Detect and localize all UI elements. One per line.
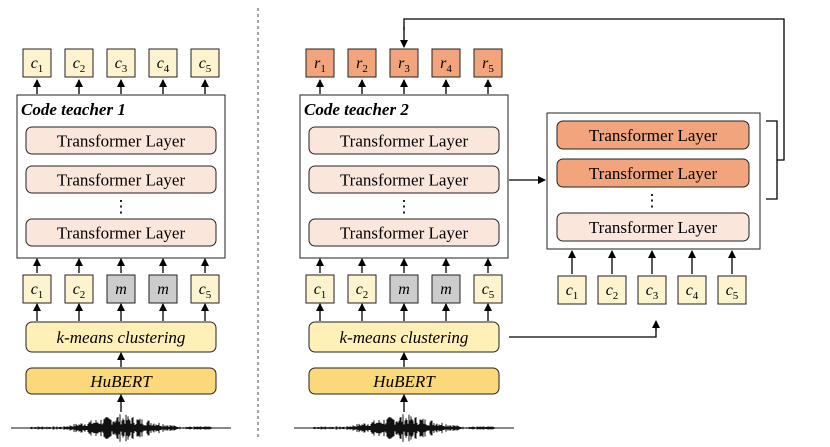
left-kmeans-label: k-means clustering: [57, 328, 186, 347]
right-input-1-box: [557, 275, 587, 305]
left-layer-3-box: [25, 218, 217, 247]
left-input-2-label: c2: [73, 281, 86, 301]
right-layer-3-label: Transformer Layer: [589, 218, 718, 237]
middle-layer-1-box: [308, 126, 500, 155]
right-top-layers-bracket: [766, 120, 778, 200]
left-input-1-label: c1: [31, 281, 44, 301]
right-input-3-box: [637, 275, 667, 305]
left-output-4-box: [148, 48, 178, 78]
left-input-5-label: c5: [199, 281, 212, 301]
left-output-2-label: c2: [73, 55, 86, 75]
left-layers-ellipsis: ⋮: [113, 197, 130, 216]
right-layer-2-label: Transformer Layer: [589, 164, 718, 183]
right-input-5-label: c5: [726, 282, 739, 302]
left-output-2-box: [64, 48, 94, 78]
right-input-2-box: [597, 275, 627, 305]
kmeans-to-student-connector: [509, 322, 657, 338]
middle-input-3-label: m: [398, 281, 410, 298]
middle-output-2-box: [347, 48, 377, 78]
middle-input-2-label: c2: [356, 281, 369, 301]
left-input-5-box: [190, 274, 220, 304]
middle-layers-ellipsis: ⋮: [396, 197, 413, 216]
left-output-1-box: [22, 48, 52, 78]
left-output-1-label: c1: [31, 55, 44, 75]
right-layer-1-box: [556, 120, 750, 150]
left-layer-2-box: [25, 165, 217, 194]
right-layer-3-box: [556, 212, 750, 242]
middle-input-3-box: [389, 274, 419, 304]
connectors: [400, 18, 785, 338]
left-input-2-box: [64, 274, 94, 304]
middle-layer-3-box: [308, 218, 500, 247]
right-input-5-box: [717, 275, 747, 305]
middle-output-1-label: r1: [314, 55, 326, 75]
right-input-3-label: c3: [646, 282, 659, 302]
middle-layer-2-box: [308, 165, 500, 194]
middle-input-4-label: m: [440, 281, 452, 298]
left-output-5-label: c5: [199, 55, 212, 75]
middle-output-1-box: [305, 48, 335, 78]
middle-input-5-label: c5: [482, 281, 495, 301]
middle-layer-3-label: Transformer Layer: [340, 224, 469, 243]
middle-output-5-label: r5: [482, 55, 494, 75]
left-layer-3-label: Transformer Layer: [57, 224, 186, 243]
middle-layer-1-label: Transformer Layer: [340, 132, 469, 151]
right-input-1-label: c1: [566, 282, 579, 302]
middle-waveform: [294, 414, 514, 442]
left-hubert-label: HuBERT: [89, 372, 153, 391]
left-waveform: [11, 414, 231, 442]
right-layers-ellipsis: ⋮: [644, 191, 661, 210]
left-layer-1-label: Transformer Layer: [57, 132, 186, 151]
middle-teacher-title: Code teacher 2: [304, 100, 409, 119]
middle-output-3-label: r3: [398, 55, 410, 75]
student-to-r3-connector: [403, 18, 785, 161]
middle-output-4-label: r4: [440, 55, 452, 75]
left-output-5-box: [190, 48, 220, 78]
middle-hubert-label: HuBERT: [372, 372, 436, 391]
left-input-3-label: m: [115, 281, 127, 298]
middle-output-4-box: [431, 48, 461, 78]
right-layer-2-box: [556, 158, 750, 188]
right-layer-1-label: Transformer Layer: [589, 126, 718, 145]
middle-layer-2-label: Transformer Layer: [340, 171, 469, 190]
left-layer-1-box: [25, 126, 217, 155]
middle-output-3-box: [389, 48, 419, 78]
right-input-4-box: [677, 275, 707, 305]
right-input-4-label: c4: [686, 282, 699, 302]
left-output-3-box: [106, 48, 136, 78]
middle-output-2-label: r2: [356, 55, 368, 75]
middle-input-4-box: [431, 274, 461, 304]
middle-output-5-box: [473, 48, 503, 78]
left-input-4-label: m: [157, 281, 169, 298]
left-output-4-label: c4: [157, 55, 170, 75]
middle-kmeans-label: k-means clustering: [340, 328, 469, 347]
right-input-2-label: c2: [606, 282, 619, 302]
middle-input-1-label: c1: [314, 281, 327, 301]
left-output-3-label: c3: [115, 55, 128, 75]
left-teacher-title: Code teacher 1: [21, 100, 126, 119]
left-input-4-box: [148, 274, 178, 304]
left-input-3-box: [106, 274, 136, 304]
middle-input-1-box: [305, 274, 335, 304]
left-layer-2-label: Transformer Layer: [57, 171, 186, 190]
